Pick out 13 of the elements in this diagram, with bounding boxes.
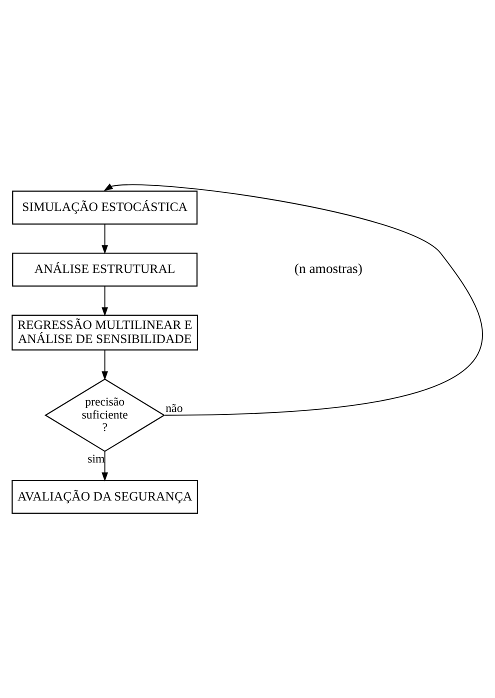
edge-label: sim	[88, 451, 105, 466]
label: (n amostras)	[294, 260, 362, 276]
node-diamond: precisão suficiente ?	[44, 378, 166, 452]
node-box: SIMULAÇÃO ESTOCÁSTICA	[12, 190, 198, 225]
arrow	[102, 450, 108, 482]
arrow	[102, 286, 108, 316]
arrow	[104, 183, 483, 416]
arrow	[102, 350, 108, 380]
node-box: AVALIAÇÃO DA SEGURANÇA	[12, 480, 198, 514]
node-box: REGRESSÃO MULTILINEAR E ANÁLISE DE SENSIBILIDADE	[12, 314, 198, 351]
edge-label: não	[166, 400, 183, 415]
arrow	[102, 224, 108, 254]
node-box: ANÁLISE ESTRUTURAL	[12, 252, 198, 287]
